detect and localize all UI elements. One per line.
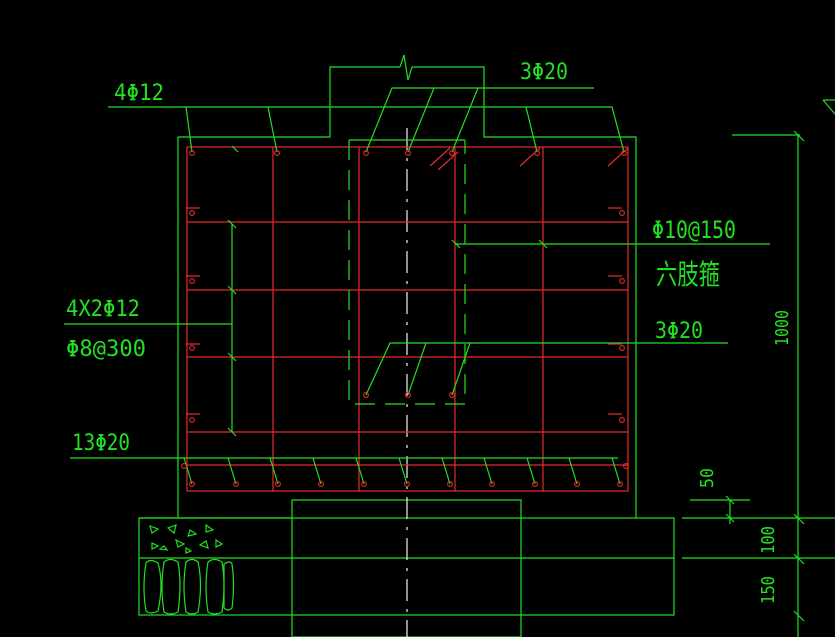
rebar-dot: [534, 150, 540, 156]
rebar-dot: [404, 481, 410, 487]
rebar-dot: [449, 150, 455, 156]
rebar-dot: [621, 150, 627, 156]
rebar-dot: [405, 392, 411, 398]
label-middle-right-bars: 3Φ20: [655, 319, 703, 344]
rebar-dot: [181, 463, 187, 469]
dim-total-height: 1000: [772, 310, 793, 346]
rebar-dot: [574, 481, 580, 487]
rebar-dot: [619, 345, 625, 351]
rebar-dot: [619, 210, 625, 216]
rebar-dot: [189, 150, 195, 156]
rebar-dot: [532, 481, 538, 487]
dimension-lines: [682, 99, 835, 637]
bottom-bar-tick: [355, 457, 365, 485]
rebar-dot: [405, 150, 411, 156]
rebar-dot: [189, 278, 195, 284]
rebar-dot: [189, 481, 195, 487]
rebar-dot: [274, 150, 280, 156]
dim-slab: 100: [758, 526, 779, 554]
rebar-dot: [189, 417, 195, 423]
side-tie-tick: [227, 219, 237, 229]
bottom-bar-tick: [483, 457, 493, 485]
rebar-dot: [449, 392, 455, 398]
rebar-dot: [447, 481, 453, 487]
rebar-cage: [186, 146, 629, 492]
gravel-hatch: [143, 523, 235, 615]
bottom-bar-tick: [568, 457, 578, 485]
side-tie-tick: [227, 352, 237, 362]
rebar-dots: [181, 150, 629, 487]
label-bottom-bars: 13Φ20: [72, 431, 130, 456]
rebar-dot: [363, 392, 369, 398]
rebar-dot: [233, 481, 239, 487]
label-stirrup-type: 六肢箍: [656, 258, 720, 291]
concrete-outline: [138, 54, 675, 637]
dim-cushion: 150: [758, 576, 779, 604]
rebar-dot: [363, 150, 369, 156]
rebar-dot: [617, 481, 623, 487]
stirrup-leader-tick: [451, 239, 461, 249]
rebar-dot: [623, 463, 629, 469]
rebar-dot: [489, 481, 495, 487]
label-stirrup-spec: Φ10@150: [652, 216, 736, 244]
bottom-bar-tick: [312, 457, 322, 485]
side-tie-tick: [227, 285, 237, 295]
bottom-bar-tick: [227, 457, 237, 485]
label-top-left-bars: 4Φ12: [114, 81, 164, 106]
side-tie-tick: [227, 427, 237, 437]
dim-cover: 50: [697, 468, 718, 488]
stirrup-hooks: [231, 145, 629, 171]
rebar-dot: [619, 278, 625, 284]
stirrup-leader-tick: [538, 239, 548, 249]
bottom-bar-tick: [441, 457, 451, 485]
bottom-bar-tick: [269, 457, 279, 485]
bottom-bar-tick: [526, 457, 536, 485]
bottom-bar-tick: [398, 457, 408, 485]
label-side-tie: Φ8@300: [66, 337, 146, 362]
rebar-dot: [361, 481, 367, 487]
rebar-dot: [189, 345, 195, 351]
web-outline: [348, 139, 466, 405]
rebar-dot: [275, 481, 281, 487]
bottom-bar-tick: [611, 457, 621, 485]
label-top-right-bars: 3Φ20: [520, 60, 568, 85]
label-side-bars: 4X2Φ12: [66, 297, 140, 322]
rebar-ticks: [183, 207, 622, 485]
rebar-dot: [318, 481, 324, 487]
leader-lines: [64, 87, 770, 459]
bottom-bar-tick: [183, 457, 193, 485]
rebar-dot: [619, 417, 625, 423]
rebar-dot: [189, 210, 195, 216]
